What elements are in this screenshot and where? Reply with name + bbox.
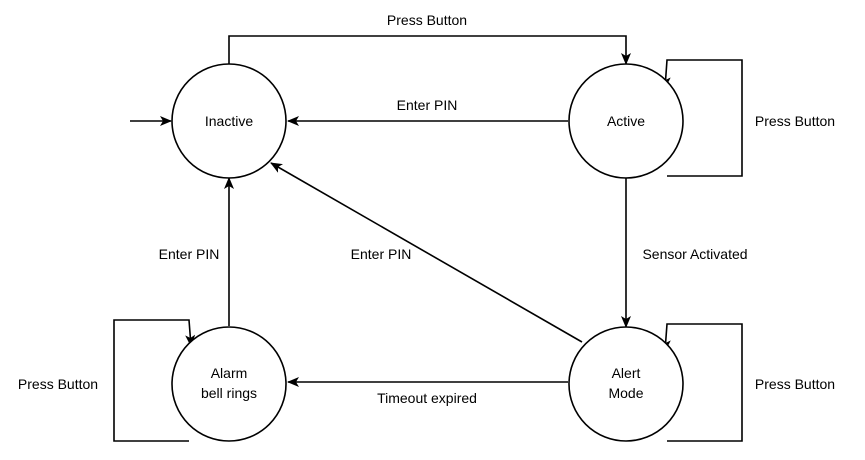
- state-alert-circle: [568, 326, 684, 442]
- state-active-circle: [568, 63, 684, 179]
- label-active-to-alert: Sensor Activated: [642, 246, 747, 262]
- state-alarm: Alarm bell rings: [171, 326, 287, 442]
- label-alert-to-alarm: Timeout expired: [377, 390, 477, 406]
- label-alarm-to-inactive: Enter PIN: [159, 246, 220, 262]
- label-active-to-inactive: Enter PIN: [397, 97, 458, 113]
- label-active-self-loop: Press Button: [755, 113, 835, 129]
- state-alert: Alert Mode: [568, 326, 684, 442]
- label-inactive-to-active: Press Button: [387, 12, 467, 28]
- edge-alarm-self-loop: [113, 319, 196, 442]
- state-alarm-label-line2: bell rings: [201, 385, 257, 401]
- state-alert-label-line1: Alert: [612, 365, 641, 381]
- state-inactive-label: Inactive: [205, 113, 253, 129]
- edge-alert-self-loop: [660, 323, 743, 442]
- edge-active-self-loop: [660, 59, 743, 177]
- label-alert-self-loop: Press Button: [755, 376, 835, 392]
- state-active-label: Active: [607, 113, 645, 129]
- state-alarm-label-line1: Alarm: [211, 365, 248, 381]
- state-inactive-circle: [171, 63, 287, 179]
- label-alert-to-inactive: Enter PIN: [351, 246, 412, 262]
- state-inactive: Inactive: [171, 63, 287, 179]
- state-active: Active: [568, 63, 684, 179]
- edge-inactive-to-active: [228, 35, 631, 65]
- state-alarm-circle: [171, 326, 287, 442]
- label-alarm-self-loop: Press Button: [18, 376, 98, 392]
- edge-alert-to-inactive: [270, 162, 583, 343]
- state-alert-label-line2: Mode: [608, 385, 643, 401]
